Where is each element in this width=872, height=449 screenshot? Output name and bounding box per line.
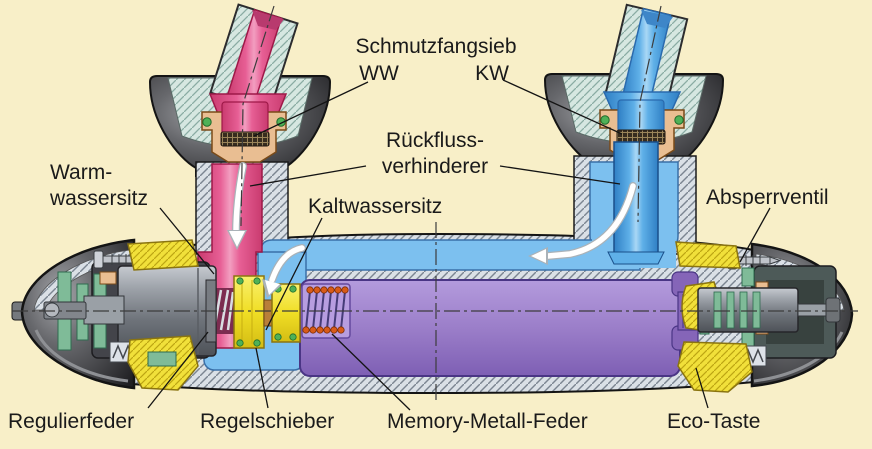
eco-button-cam	[677, 341, 753, 393]
leader-memory-feder	[331, 333, 411, 411]
o-ring-seal	[202, 117, 212, 127]
label-kw-text: KW	[475, 62, 509, 85]
label-regelschieber: Regelschieber	[200, 409, 334, 435]
warm-strainer-screen	[220, 131, 270, 147]
label-schmutzfangsieb-text: Schmutzfangsieb	[355, 35, 517, 58]
leader-lines	[147, 79, 771, 411]
label-eco-taste: Eco-Taste	[667, 409, 760, 435]
leader-regulierfeder	[147, 331, 209, 409]
thermostat-cartridge	[299, 271, 710, 377]
label-regelschieber-text: Regelschieber	[200, 410, 335, 433]
label-kaltwassersitz: Kaltwassersitz	[308, 194, 442, 220]
leader-rueckfluss-right	[499, 165, 621, 185]
mounting-ring-top	[127, 239, 199, 271]
label-schmutzfangsieb: Schmutzfangsieb	[348, 34, 524, 60]
o-ring-seal	[674, 115, 684, 125]
label-absperrventil-text: Absperrventil	[706, 186, 829, 209]
leader-kw	[502, 79, 623, 135]
cold-water-inlet-pipe	[602, 3, 689, 111]
warm-check-valve-fitting	[201, 101, 287, 163]
leader-ww	[253, 81, 369, 137]
leader-warmwassersitz	[159, 207, 215, 275]
memory-metal-spring	[301, 283, 351, 339]
shutoff-spindle	[697, 287, 799, 333]
label-rueckfluss-line1: Rückfluss-	[385, 129, 485, 152]
centerlines	[12, 5, 858, 400]
label-regulierfeder-text: Regulierfeder	[8, 410, 135, 433]
label-rueckfluss-line2: verhinderer	[381, 155, 489, 178]
label-kaltwassersitz-text: Kaltwassersitz	[308, 195, 443, 218]
label-ww-text: WW	[359, 62, 399, 85]
label-ww: WW	[352, 61, 406, 87]
adjustment-screw-head	[44, 302, 60, 318]
leader-regelschieber	[255, 347, 269, 409]
label-eco-taste-text: Eco-Taste	[667, 410, 761, 433]
cold-check-valve-fitting	[599, 99, 685, 161]
label-regulierfeder: Regulierfeder	[8, 409, 134, 435]
label-memory-metall-feder: Memory-Metall-Feder	[387, 409, 588, 435]
label-memory-metall-feder-text: Memory-Metall-Feder	[387, 410, 588, 433]
o-ring-seal	[600, 115, 610, 125]
mounting-ring-top-right	[675, 241, 741, 269]
leader-rueckfluss-left	[249, 165, 367, 187]
leader-absperrventil	[739, 207, 771, 263]
label-absperrventil: Absperrventil	[706, 185, 829, 211]
label-warm-line1: Warm-	[50, 161, 113, 184]
label-warm-line2: wassersitz	[50, 187, 149, 210]
label-rueckflussverhinderer: Rückfluss- verhinderer	[356, 128, 514, 180]
leader-kaltwassersitz	[265, 217, 323, 331]
leader-eco-taste	[695, 367, 709, 409]
control-slider	[233, 275, 301, 349]
right-knob-internals	[675, 241, 841, 393]
label-warmwassersitz: Warm- wassersitz	[50, 160, 148, 212]
label-kw: KW	[466, 61, 518, 87]
warm-water-inlet-pipe	[208, 3, 299, 115]
